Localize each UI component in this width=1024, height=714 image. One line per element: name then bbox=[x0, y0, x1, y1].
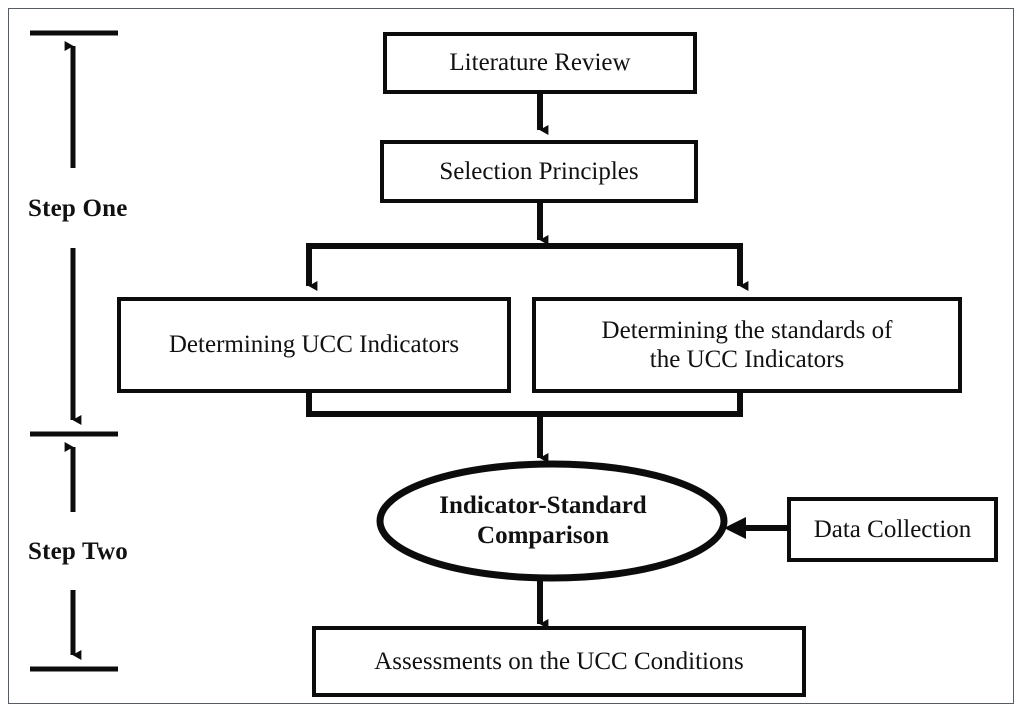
node-determining-standards[interactable]: Determining the standards of the UCC Ind… bbox=[532, 297, 962, 393]
split-bus bbox=[306, 243, 749, 291]
node-indicator-standard-comparison-label: Indicator-Standard Comparison bbox=[439, 491, 646, 552]
indicator-standard-comparison-ellipse[interactable] bbox=[376, 460, 728, 582]
node-determining-standards-line1: Determining the standards of bbox=[601, 316, 893, 344]
node-indicator-standard-comparison-line1: Indicator-Standard bbox=[439, 491, 647, 519]
node-determining-ucc-indicators[interactable]: Determining UCC Indicators bbox=[117, 297, 511, 393]
node-assessments-ucc-conditions-label: Assessments on the UCC Conditions bbox=[374, 647, 744, 675]
node-indicator-standard-comparison[interactable]: Indicator-Standard Comparison bbox=[398, 478, 688, 564]
step-two-measure bbox=[30, 442, 118, 672]
step-one-measure bbox=[30, 30, 118, 437]
merge-bus bbox=[306, 392, 743, 463]
node-selection-principles[interactable]: Selection Principles bbox=[380, 140, 698, 203]
node-literature-review[interactable]: Literature Review bbox=[383, 32, 697, 94]
node-data-collection-label: Data Collection bbox=[813, 515, 972, 543]
node-indicator-standard-comparison-line2: Comparison bbox=[477, 522, 609, 549]
node-assessments-ucc-conditions[interactable]: Assessments on the UCC Conditions bbox=[312, 626, 806, 697]
node-literature-review-label: Literature Review bbox=[449, 49, 631, 77]
node-determining-standards-label: Determining the standards of the UCC Ind… bbox=[596, 316, 899, 375]
node-data-collection[interactable]: Data Collection bbox=[787, 497, 998, 562]
step-two-label: Step Two bbox=[28, 538, 129, 565]
node-determining-standards-line2: the UCC Indicators bbox=[649, 346, 845, 373]
node-determining-ucc-indicators-label: Determining UCC Indicators bbox=[168, 331, 460, 359]
edge-data-collection-to-comparison bbox=[724, 517, 787, 539]
step-one-label: Step One bbox=[28, 195, 128, 222]
node-selection-principles-label: Selection Principles bbox=[439, 157, 639, 185]
